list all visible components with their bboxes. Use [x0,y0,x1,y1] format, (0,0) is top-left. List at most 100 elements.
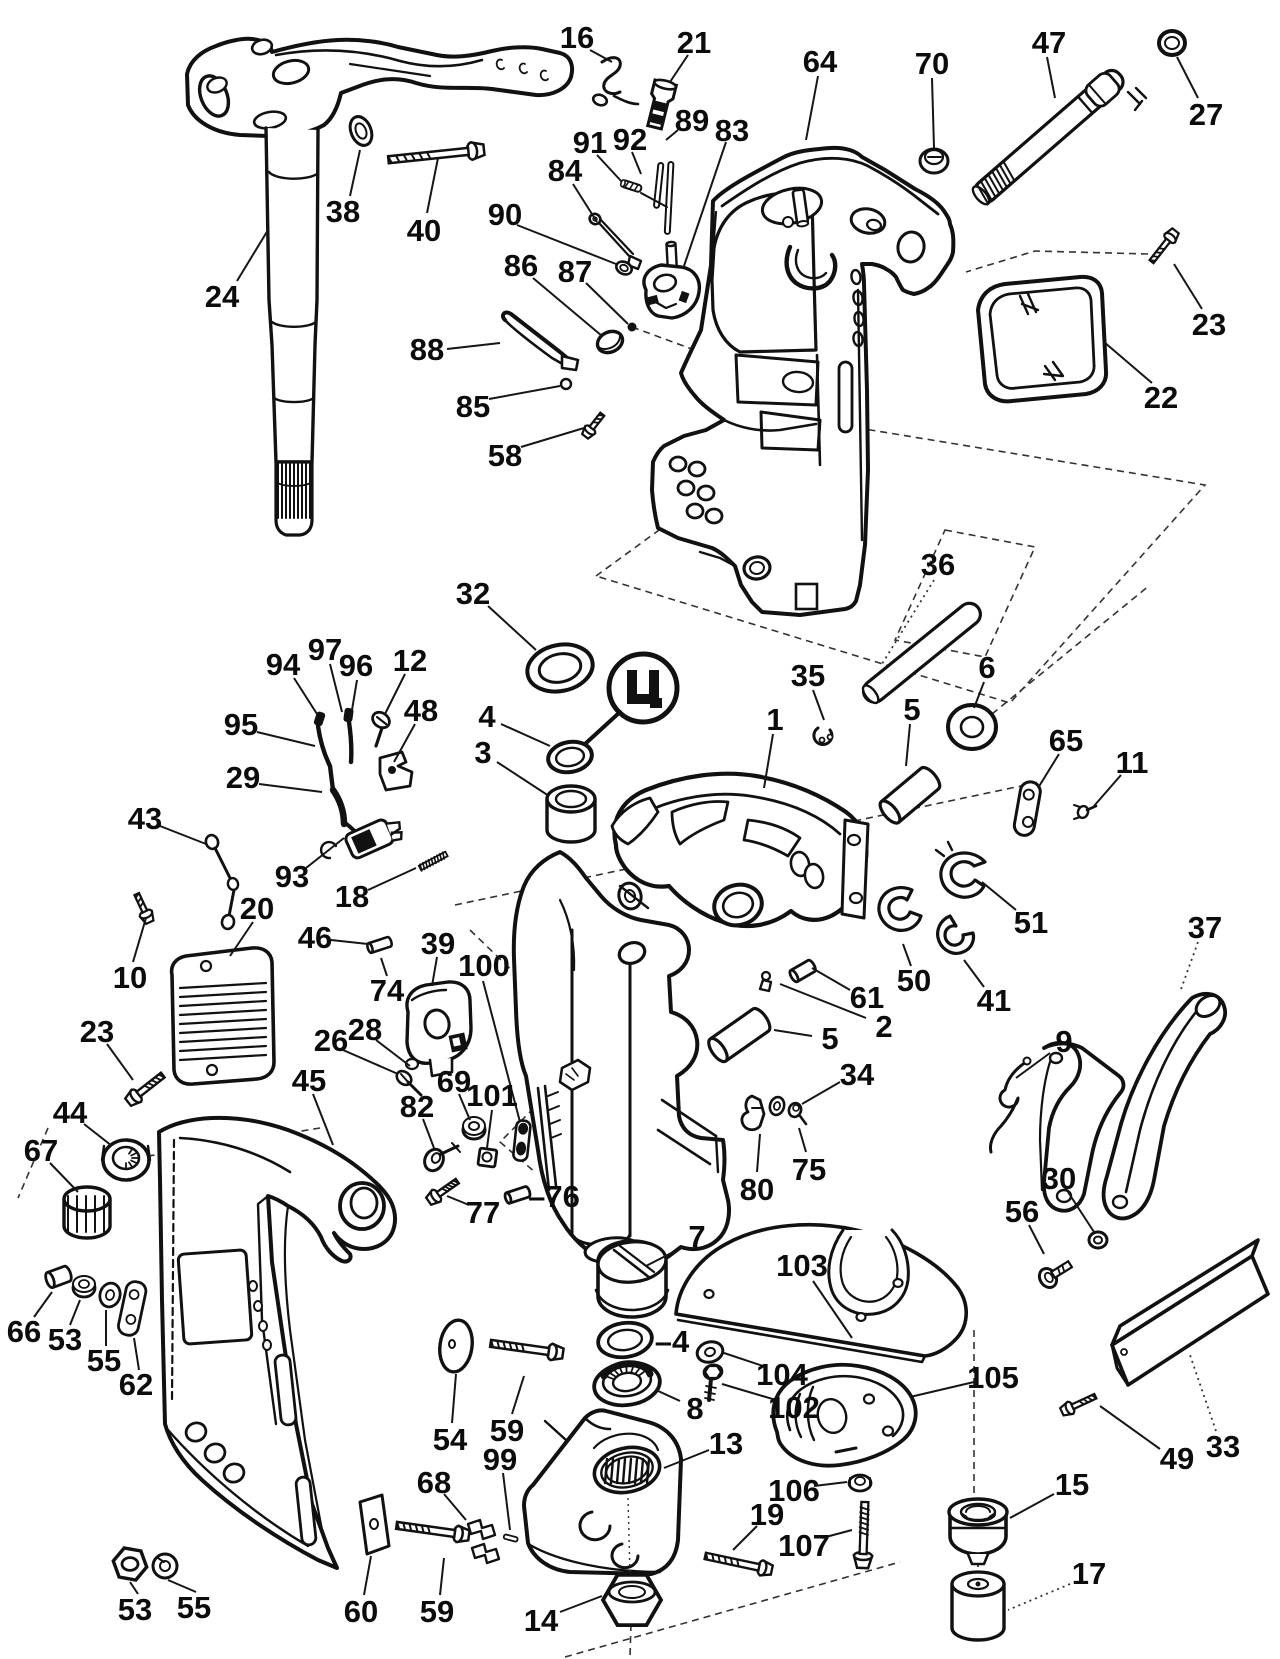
svg-text:105: 105 [967,1360,1019,1395]
svg-text:93: 93 [275,859,309,894]
svg-text:18: 18 [335,879,369,914]
svg-text:104: 104 [756,1357,808,1392]
svg-text:82: 82 [400,1089,434,1124]
svg-text:46: 46 [298,920,332,955]
svg-text:69: 69 [437,1064,471,1099]
svg-text:26: 26 [314,1023,348,1058]
svg-text:53: 53 [118,1592,152,1627]
svg-text:75: 75 [792,1152,826,1187]
svg-text:59: 59 [420,1594,454,1629]
svg-text:85: 85 [456,389,490,424]
svg-text:3: 3 [474,735,491,770]
svg-text:55: 55 [87,1343,121,1378]
svg-text:48: 48 [404,693,438,728]
svg-text:43: 43 [128,801,162,836]
svg-text:–76: –76 [528,1179,580,1214]
svg-text:60: 60 [344,1594,378,1629]
svg-text:106: 106 [768,1473,820,1508]
svg-text:91: 91 [573,125,607,160]
svg-text:56: 56 [1005,1194,1039,1229]
svg-text:59: 59 [490,1413,524,1448]
svg-text:83: 83 [715,113,749,148]
svg-text:77: 77 [466,1195,500,1230]
svg-text:39: 39 [421,926,455,961]
svg-text:64: 64 [803,44,838,79]
svg-text:101: 101 [466,1078,518,1113]
svg-text:23: 23 [1192,307,1226,342]
svg-text:17: 17 [1072,1556,1106,1591]
svg-text:35: 35 [791,658,825,693]
svg-text:11: 11 [1116,745,1149,780]
svg-text:30: 30 [1042,1161,1076,1196]
svg-text:21: 21 [677,25,711,60]
svg-text:28: 28 [348,1012,382,1047]
svg-text:55: 55 [177,1590,211,1625]
svg-text:20: 20 [240,891,274,926]
svg-text:14: 14 [524,1603,559,1638]
svg-text:15: 15 [1055,1467,1089,1502]
svg-text:66: 66 [7,1314,41,1349]
svg-text:62: 62 [119,1367,153,1402]
svg-text:65: 65 [1049,723,1083,758]
svg-text:107: 107 [778,1528,830,1563]
svg-text:19: 19 [750,1497,784,1532]
svg-text:1: 1 [766,702,783,737]
svg-text:32: 32 [456,576,490,611]
svg-text:34: 34 [840,1057,875,1092]
svg-text:38: 38 [326,194,360,229]
svg-text:84: 84 [548,153,583,188]
svg-text:2: 2 [875,1009,892,1044]
svg-text:86: 86 [504,248,538,283]
svg-text:74: 74 [370,973,405,1008]
svg-text:61: 61 [850,980,884,1015]
svg-text:99: 99 [483,1442,517,1477]
svg-text:–4: –4 [655,1324,690,1359]
svg-text:6: 6 [978,650,995,685]
svg-text:16: 16 [560,20,594,55]
svg-text:10: 10 [113,960,147,995]
svg-text:5: 5 [821,1021,838,1056]
svg-text:67: 67 [24,1133,58,1168]
svg-text:92: 92 [613,122,647,157]
svg-text:89: 89 [675,103,709,138]
svg-text:100: 100 [458,948,510,983]
svg-text:29: 29 [226,760,260,795]
svg-text:5: 5 [903,692,920,727]
svg-text:54: 54 [433,1422,468,1457]
svg-text:94: 94 [266,647,301,682]
svg-text:45: 45 [292,1063,326,1098]
svg-text:41: 41 [977,983,1011,1018]
svg-text:53: 53 [48,1322,82,1357]
svg-text:103: 103 [776,1248,828,1283]
svg-text:7: 7 [688,1219,705,1254]
svg-text:96: 96 [339,648,373,683]
svg-text:58: 58 [488,438,522,473]
svg-text:8: 8 [686,1391,703,1426]
svg-text:24: 24 [205,279,240,314]
svg-text:40: 40 [407,213,441,248]
svg-text:90: 90 [488,197,522,232]
svg-text:13: 13 [709,1426,743,1461]
svg-text:44: 44 [53,1095,88,1130]
svg-text:102: 102 [768,1390,820,1425]
svg-text:97: 97 [308,632,342,667]
svg-text:80: 80 [740,1172,774,1207]
svg-text:36: 36 [921,547,955,582]
svg-text:33: 33 [1206,1429,1240,1464]
svg-text:87: 87 [558,254,592,289]
svg-text:23: 23 [80,1014,114,1049]
svg-text:12: 12 [393,643,427,678]
svg-text:47: 47 [1032,25,1066,60]
svg-text:95: 95 [224,707,258,742]
svg-text:70: 70 [915,46,949,81]
svg-text:37: 37 [1188,910,1222,945]
svg-text:68: 68 [417,1465,451,1500]
svg-text:51: 51 [1014,905,1048,940]
svg-text:49: 49 [1160,1441,1194,1476]
svg-text:22: 22 [1144,380,1178,415]
svg-text:50: 50 [897,963,931,998]
svg-text:4: 4 [478,699,496,734]
svg-text:27: 27 [1189,97,1223,132]
svg-text:9: 9 [1055,1024,1072,1059]
svg-text:88: 88 [410,332,444,367]
